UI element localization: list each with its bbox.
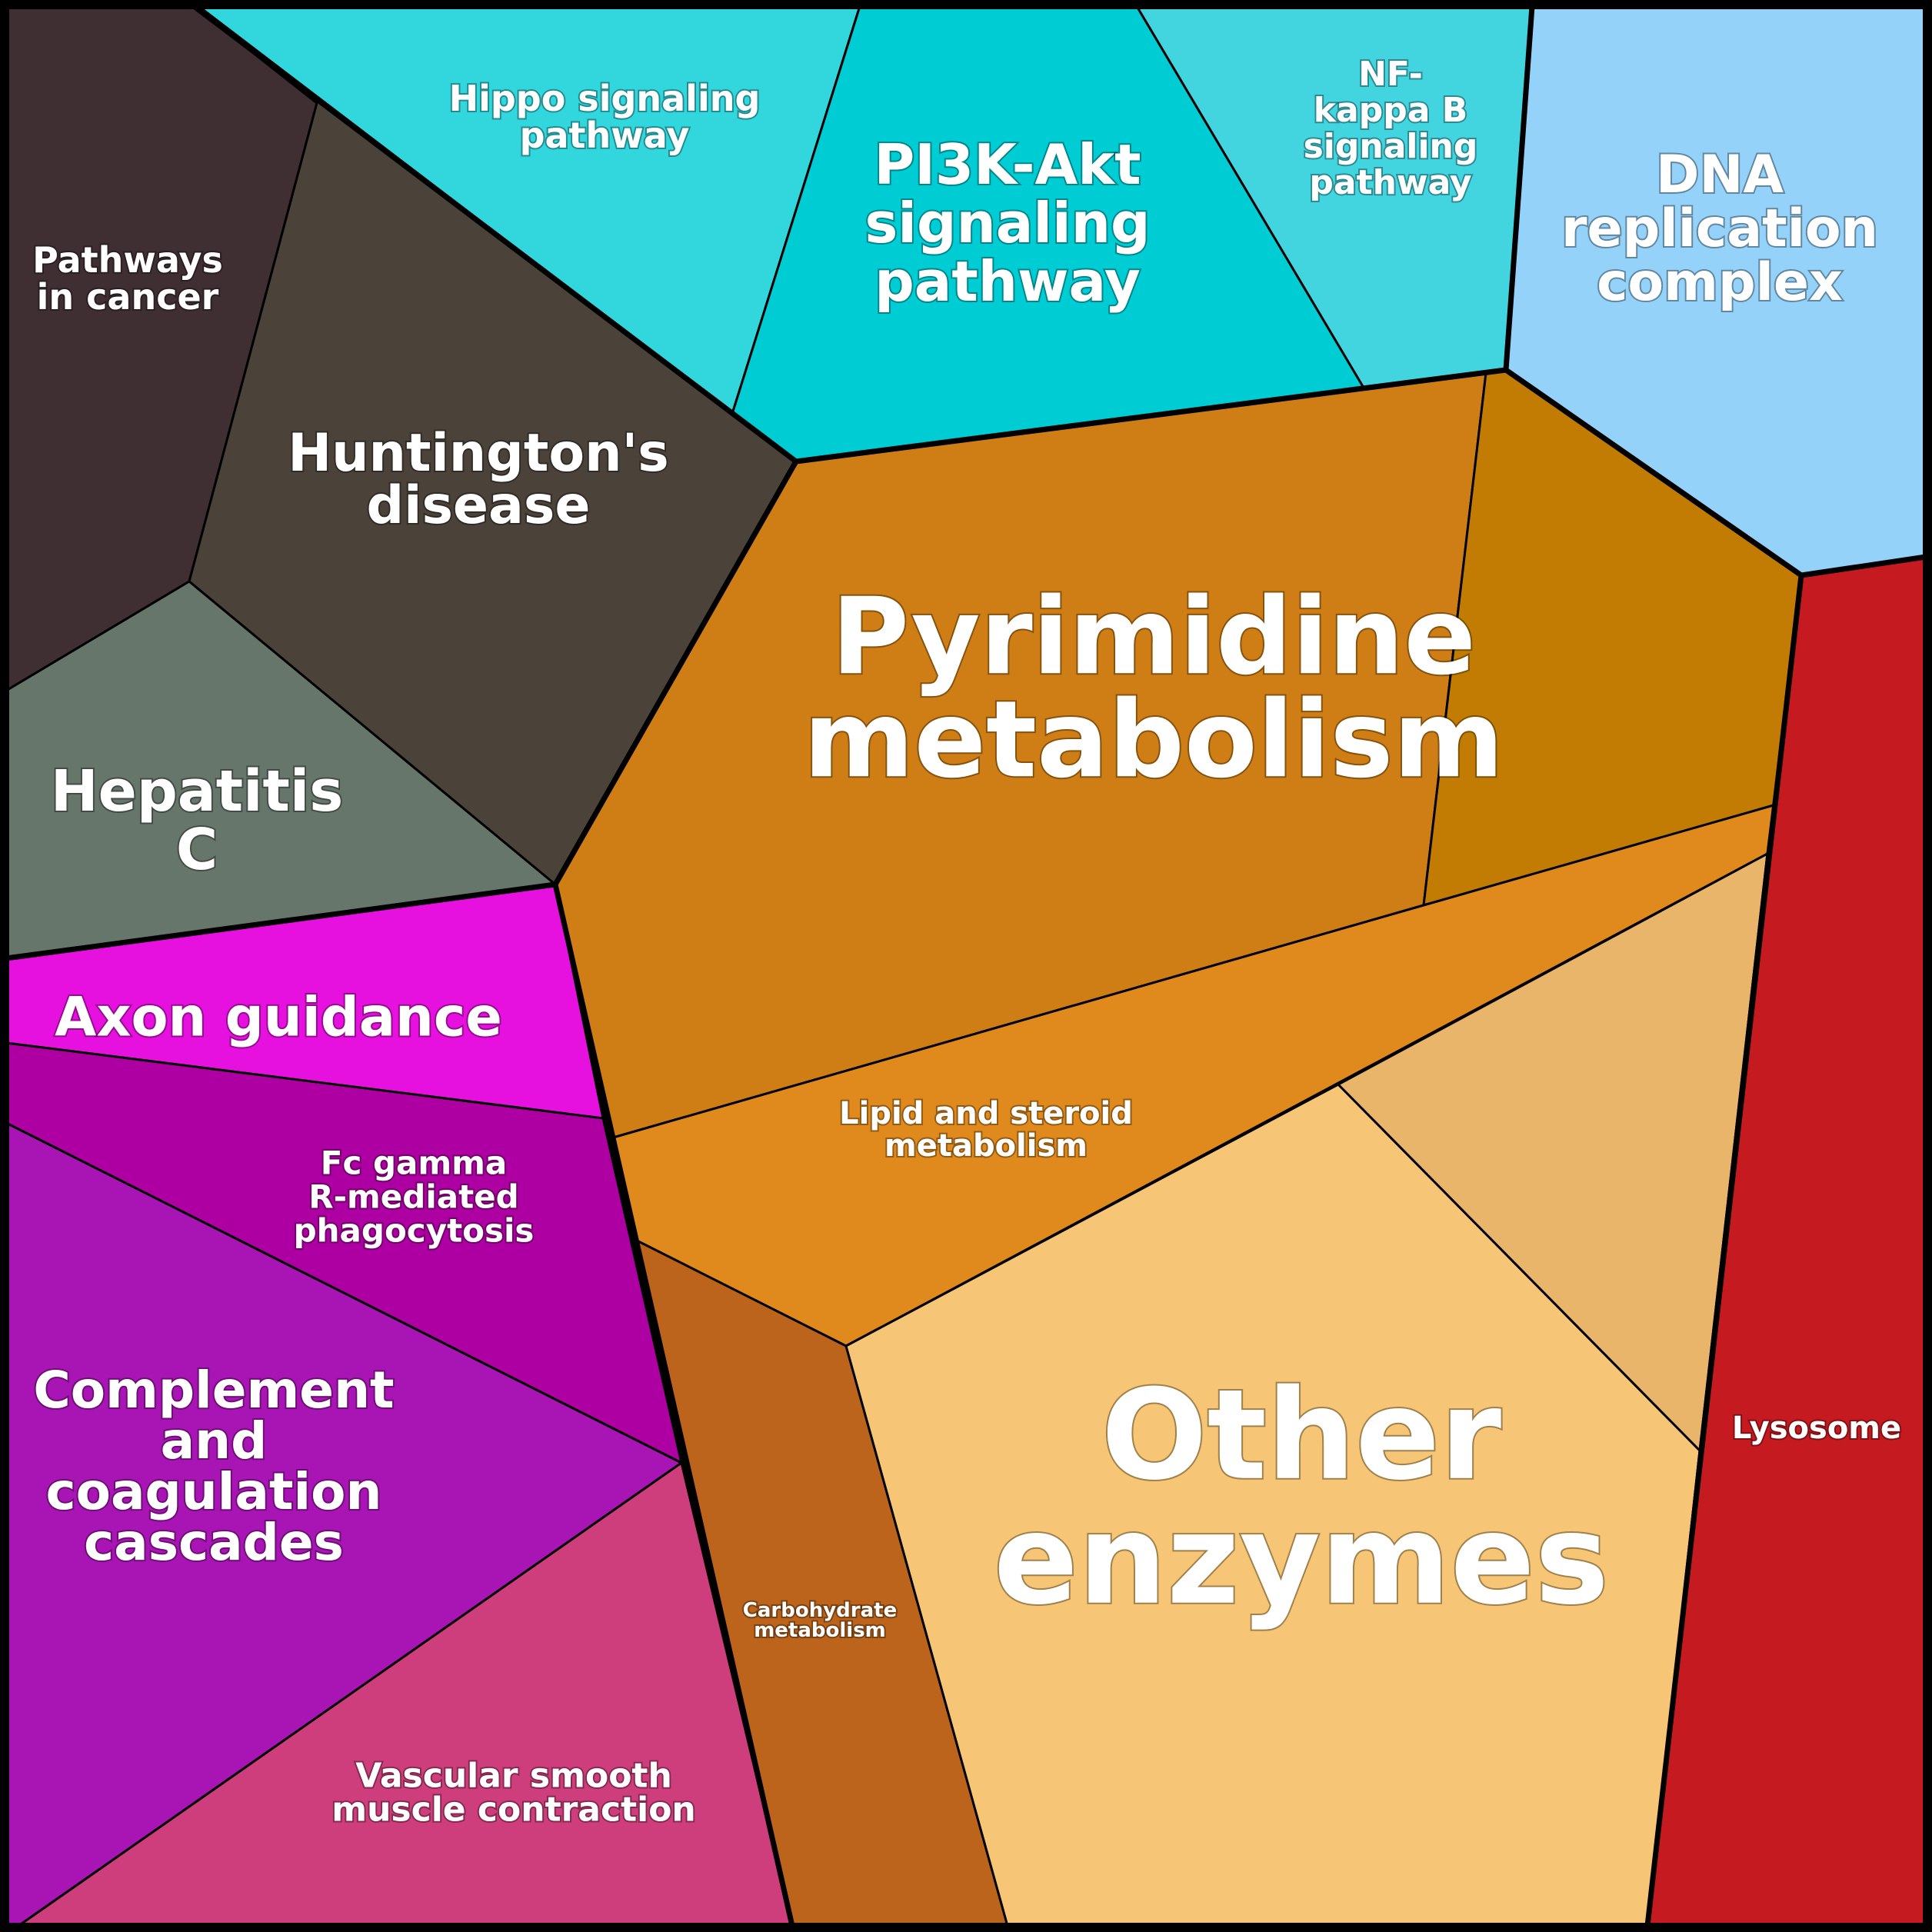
- label-line: signaling: [864, 191, 1150, 255]
- label-line: Huntington's: [288, 423, 669, 484]
- label-line: metabolism: [884, 1128, 1088, 1164]
- label-line: and: [161, 1411, 268, 1471]
- label-line: in cancer: [37, 276, 219, 318]
- label-line: Axon guidance: [55, 986, 502, 1049]
- label-line: signaling: [1304, 127, 1478, 166]
- label-line: C: [176, 817, 218, 883]
- label-line: Hippo signaling: [449, 78, 761, 119]
- thin-dividers: [5, 5, 1774, 1464]
- divider-line: [5, 1042, 604, 1119]
- group-border: [1644, 575, 1804, 1927]
- label-line: Lipid and steroid: [839, 1096, 1133, 1131]
- label-line: Other: [1101, 1364, 1501, 1508]
- label-line: metabolism: [804, 678, 1504, 801]
- divider-line: [731, 5, 861, 415]
- group-border: [552, 884, 795, 1927]
- label-line: phagocytosis: [294, 1212, 535, 1250]
- label-line: enzymes: [994, 1488, 1609, 1633]
- divider-line: [188, 581, 556, 885]
- label-line: NF-: [1358, 55, 1423, 94]
- label-line: coagulation: [46, 1462, 382, 1521]
- label-line: replication: [1561, 198, 1878, 259]
- label-line: DNA: [1656, 145, 1784, 205]
- label-line: Lysosome: [1732, 1411, 1901, 1446]
- divider-line: [5, 1122, 682, 1464]
- label-line: Complement: [33, 1361, 394, 1420]
- label-line: R-mediated: [308, 1178, 518, 1216]
- label-line: cascades: [84, 1513, 344, 1572]
- label-line: pathway: [1309, 163, 1471, 202]
- label-line: Fc gamma: [321, 1144, 507, 1182]
- divider-line: [1423, 372, 1487, 906]
- label-line: pathway: [874, 249, 1141, 314]
- label-line: kappa B: [1314, 91, 1468, 130]
- label-line: Vascular smooth: [355, 1756, 672, 1795]
- divider-line: [610, 804, 1774, 1139]
- label-line: metabolism: [754, 1619, 886, 1642]
- divider-line: [1136, 5, 1364, 388]
- label-line: Pathways: [32, 239, 223, 281]
- label-lysosome: Lysosome: [1732, 1411, 1901, 1446]
- group-border: [5, 4, 799, 961]
- label-line: muscle contraction: [331, 1790, 696, 1829]
- label-line: Hepatitis: [51, 758, 344, 824]
- label-axon-guidance: Axon guidance: [55, 986, 502, 1049]
- label-line: disease: [366, 475, 590, 536]
- label-line: Pyrimidine: [831, 575, 1476, 698]
- label-line: PI3K-Akt: [874, 132, 1141, 197]
- label-line: complex: [1597, 252, 1843, 313]
- divider-line: [1337, 1084, 1700, 1451]
- label-line: pathway: [520, 115, 690, 156]
- label-line: Carbohydrate: [743, 1599, 897, 1622]
